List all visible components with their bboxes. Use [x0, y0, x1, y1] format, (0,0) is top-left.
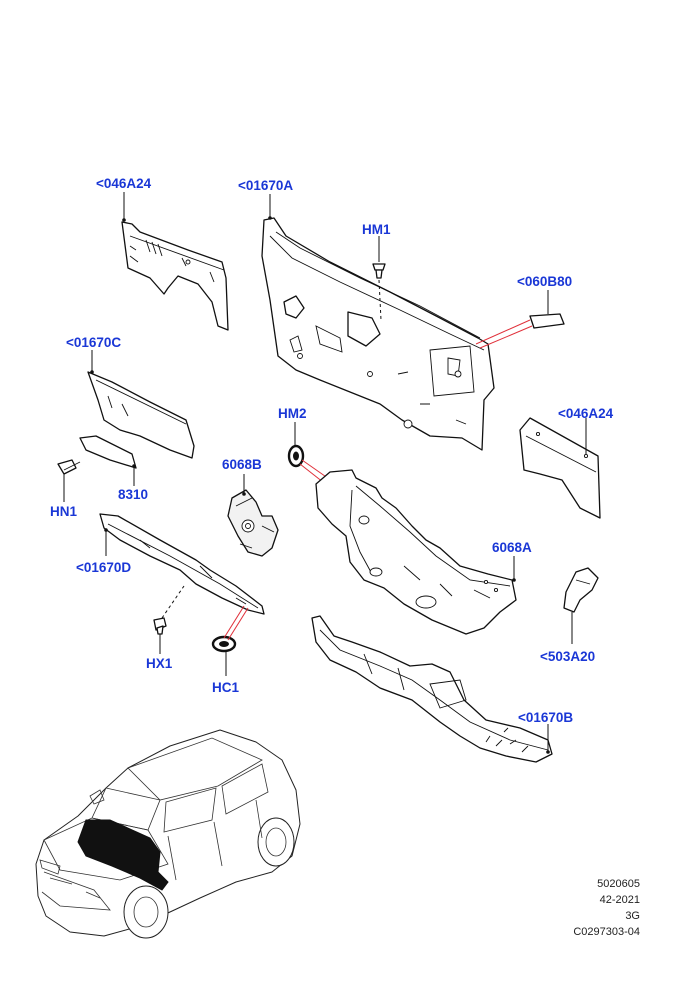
callout-6068B[interactable]: 6068B [222, 457, 262, 472]
part-01670D-lower-insulator[interactable] [99, 513, 265, 615]
fastener-HC1[interactable] [211, 635, 237, 653]
part-046A24-upper-insulator[interactable] [121, 221, 229, 331]
red-leader-HC1-a [223, 605, 245, 639]
fastener-HM2[interactable] [287, 444, 305, 468]
fastener-HM1[interactable] [372, 263, 386, 279]
part-503A20-bracket[interactable] [563, 567, 599, 613]
callout-HM2[interactable]: HM2 [278, 406, 307, 421]
vehicle-locator-illustration [35, 729, 301, 939]
fastener-HX1[interactable] [153, 617, 167, 635]
reference-line-3: 3G [625, 910, 640, 922]
callout-503A20[interactable]: <503A20 [540, 649, 595, 664]
callout-046A24-top[interactable]: <046A24 [96, 176, 152, 191]
part-060B80-pad[interactable] [529, 313, 565, 329]
callout-046A24-right[interactable]: <046A24 [558, 406, 614, 421]
dash-HX1 [161, 585, 185, 619]
callout-01670C[interactable]: <01670C [66, 335, 121, 350]
part-01670C-side-insulator[interactable] [79, 371, 195, 469]
part-046A24-right-pad[interactable] [519, 417, 601, 519]
callout-01670D[interactable]: <01670D [76, 560, 131, 575]
part-6068A-dash-insulator[interactable] [315, 469, 517, 635]
callout-HX1[interactable]: HX1 [146, 656, 173, 671]
dash-HM1 [378, 279, 382, 321]
callout-01670B[interactable]: <01670B [518, 710, 573, 725]
callout-HN1[interactable]: HN1 [50, 504, 77, 519]
callout-01670A[interactable]: <01670A [238, 178, 293, 193]
callout-6068A[interactable]: 6068A [492, 540, 532, 555]
callout-HM1[interactable]: HM1 [362, 222, 391, 237]
callout-8310[interactable]: 8310 [118, 487, 148, 502]
fastener-HN1[interactable] [57, 459, 81, 475]
highlighted-insulator [77, 819, 169, 891]
red-leader-060B80-a [475, 319, 531, 345]
red-leader-060B80-b [479, 325, 533, 349]
reference-line-1: 5020605 [597, 878, 640, 890]
part-01670B-floor-insulator[interactable] [311, 615, 553, 763]
red-leader-HC1-b [227, 607, 249, 641]
part-6068B-bracket[interactable] [227, 489, 279, 557]
callout-HC1[interactable]: HC1 [212, 680, 239, 695]
part-01670A-dash-insulator[interactable] [261, 217, 495, 451]
reference-block: 5020605 42-2021 3G C0297303-04 [520, 876, 640, 940]
reference-line-2: 42-2021 [599, 894, 640, 906]
callout-060B80[interactable]: <060B80 [517, 274, 572, 289]
reference-line-4: C0297303-04 [573, 926, 640, 938]
